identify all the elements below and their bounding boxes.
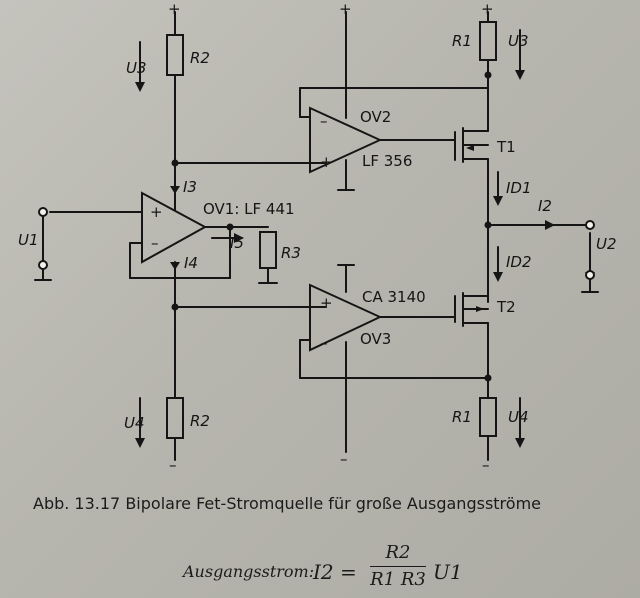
resistor-r1-top — [479, 21, 497, 61]
label-u2: U2 — [596, 235, 617, 253]
arrowhead — [476, 306, 484, 312]
junction-dot — [226, 223, 234, 231]
resistor-r2-bottom — [166, 397, 184, 439]
junction-dot — [484, 71, 492, 79]
label-i3: I3 — [183, 178, 197, 196]
arrowhead — [493, 196, 503, 206]
label-r1-top: R1 — [452, 32, 472, 50]
label-lf356: LF 356 — [362, 152, 412, 170]
junction-dot — [484, 374, 492, 382]
label-t1: T1 — [496, 138, 516, 156]
label-u4-right: U4 — [508, 408, 529, 426]
label-r2-bottom: R2 — [190, 412, 210, 430]
terminal-u1-in — [38, 207, 48, 217]
opamp-ov2 — [309, 106, 383, 174]
pin-plus: + — [320, 153, 333, 171]
junction-dot — [171, 303, 179, 311]
label-id2: ID2 — [506, 253, 532, 271]
arrowhead — [234, 233, 244, 243]
resistor-r2-top — [166, 34, 184, 76]
resistor-r3 — [259, 231, 277, 269]
label-t2: T2 — [496, 298, 516, 316]
pin-minus: – — [151, 234, 159, 252]
arrowhead — [466, 145, 474, 151]
terminal-u1-gnd — [38, 260, 48, 270]
label-ov1: OV1: LF 441 — [203, 200, 295, 218]
arrowhead — [135, 438, 145, 448]
label-ca3140: CA 3140 — [362, 288, 426, 306]
figure-caption: Abb. 13.17 Bipolare Fet-Stromquelle für … — [33, 494, 541, 513]
circuit-diagram: + + + – – – – + + – + – U3 R2 R1 U3 OV2 … — [18, 0, 617, 474]
label-r3: R3 — [281, 244, 301, 262]
formula-fraction: R2 R1 R3 — [370, 542, 426, 590]
junction-dot — [484, 221, 492, 229]
supply-plus: + — [339, 0, 352, 18]
arrowhead — [170, 186, 180, 194]
supply-minus: – — [169, 456, 177, 474]
formula-label: Ausgangsstrom: — [183, 562, 315, 581]
label-i2: I2 — [538, 197, 552, 215]
label-u1: U1 — [18, 231, 39, 249]
label-u3-right: U3 — [508, 32, 529, 50]
formula-numerator: R2 — [385, 542, 411, 563]
supply-plus: + — [168, 0, 181, 18]
supply-minus: – — [482, 456, 490, 474]
arrowhead — [515, 438, 525, 448]
label-ov2: OV2 — [360, 108, 391, 126]
label-ov3: OV3 — [360, 330, 391, 348]
label-u4-left: U4 — [124, 414, 145, 432]
opamp-ov1 — [141, 191, 208, 264]
terminal-u2-out — [585, 220, 595, 230]
supply-plus: + — [481, 0, 494, 18]
label-r1-bottom: R1 — [452, 408, 472, 426]
label-i5: I5 — [230, 234, 244, 252]
output-current-formula: Ausgangsstrom: I2 = R2 R1 R3 U1 — [183, 542, 483, 594]
pin-plus: + — [320, 294, 333, 312]
arrowhead — [515, 70, 525, 80]
label-r2-top: R2 — [190, 49, 210, 67]
arrowhead — [545, 220, 555, 230]
arrowhead — [170, 262, 180, 270]
junction-dot — [171, 159, 179, 167]
formula-lhs: I2 = — [313, 560, 357, 584]
fraction-bar — [370, 566, 426, 567]
terminal-u2-gnd — [585, 270, 595, 280]
label-i4: I4 — [184, 254, 198, 272]
label-id1: ID1 — [506, 179, 532, 197]
pin-minus: – — [320, 334, 328, 352]
arrowhead — [135, 82, 145, 92]
arrowhead — [493, 272, 503, 282]
resistor-r1-bottom — [479, 397, 497, 437]
formula-rhs: U1 — [433, 560, 463, 584]
label-u3-left: U3 — [126, 59, 147, 77]
opamp-ov3 — [309, 283, 383, 352]
formula-denominator: R1 R3 — [370, 569, 426, 590]
supply-minus: – — [340, 450, 348, 468]
pin-minus: – — [320, 112, 328, 130]
pin-plus: + — [150, 203, 163, 221]
